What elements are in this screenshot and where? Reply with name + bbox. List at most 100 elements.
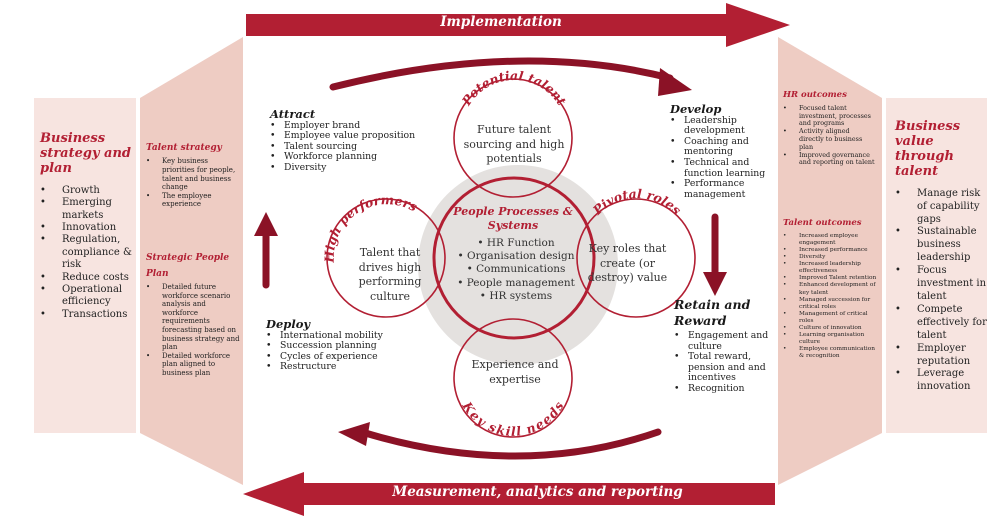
list-item: Cycles of experience bbox=[266, 351, 436, 363]
list-item: Engagement and culture bbox=[674, 330, 784, 352]
list-item: Learning organisation culture bbox=[783, 332, 878, 346]
list-item: Regulation, compliance & risk bbox=[40, 234, 132, 271]
list-item: Compete effectively for talent bbox=[895, 304, 990, 343]
list-item: Enhanced development of key talent bbox=[783, 282, 878, 296]
cycle-arc-bottom bbox=[358, 428, 662, 460]
list-item: Employee value proposition bbox=[270, 131, 450, 142]
potential-talent-body: Future talent sourcing and high potentia… bbox=[463, 123, 565, 165]
list-item: HR Function bbox=[436, 237, 596, 250]
talent-strategy-section: Talent strategy Key business priorities … bbox=[146, 143, 241, 209]
list-item: Total reward, pension and and incentives bbox=[674, 351, 784, 384]
list-item: Activity aligned directly to business pl… bbox=[783, 127, 875, 151]
list-item: Succession planning bbox=[266, 341, 436, 352]
cycle-arrowhead-top bbox=[658, 68, 692, 96]
list-item: Sustainable business leadership bbox=[895, 226, 990, 265]
list-item: Detailed future workforce scenario analy… bbox=[146, 283, 241, 352]
business-strategy-list: Growth Emerging markets Innovation Regul… bbox=[40, 185, 132, 322]
business-value-title: Business value through talent bbox=[895, 119, 961, 179]
hr-outcomes-section: HR outcomes Focused talent investment, p… bbox=[783, 90, 875, 167]
develop-title: Develop bbox=[670, 102, 722, 116]
key-skill-needs-title: Key skill needs bbox=[459, 398, 567, 439]
deploy-title: Deploy bbox=[266, 317, 311, 331]
business-value-list: Manage risk of capability gaps Sustainab… bbox=[895, 188, 990, 395]
deploy-list: International mobility Succession planni… bbox=[266, 330, 436, 373]
implementation-label: Implementation bbox=[440, 14, 562, 30]
list-item: Technical and function learning bbox=[670, 157, 780, 179]
list-item: Employee communication & recognition bbox=[783, 346, 878, 360]
key-skill-needs-circle bbox=[453, 318, 573, 438]
high-performers-body: Talent that drives high performing cultu… bbox=[358, 246, 422, 303]
business-value-section: Business value through talent Manage ris… bbox=[895, 119, 990, 395]
list-item: Talent sourcing bbox=[270, 141, 450, 153]
list-item: Workforce planning bbox=[270, 152, 450, 163]
list-item: Employer reputation bbox=[895, 343, 990, 369]
list-item: Focus investment in talent bbox=[895, 265, 990, 304]
talent-strategy-title: Talent strategy bbox=[146, 143, 222, 153]
list-item: Diversity bbox=[783, 254, 878, 261]
list-item: Innovation bbox=[40, 222, 132, 235]
list-item: Leadership development bbox=[670, 115, 780, 137]
cycle-arrowhead-right bbox=[703, 272, 727, 296]
list-item: Organisation design bbox=[436, 250, 596, 263]
list-item: Culture of innovation bbox=[783, 325, 878, 332]
people-processes-title: People Processes & Systems bbox=[453, 205, 573, 232]
people-processes-list: HR Function Organisation design Communic… bbox=[436, 237, 596, 303]
strategic-people-plan-list: Detailed future workforce scenario analy… bbox=[146, 283, 241, 378]
list-item: Restructure bbox=[266, 362, 436, 373]
talent-outcomes-list: Increased employee engagement Increased … bbox=[783, 233, 878, 361]
list-item: Growth bbox=[40, 185, 132, 198]
list-item: Employer brand bbox=[270, 120, 450, 132]
list-item: Management of critical roles bbox=[783, 311, 878, 325]
potential-talent-title: Potential talent bbox=[458, 68, 569, 109]
develop-section: Develop Leadership development Coaching … bbox=[670, 103, 780, 200]
measurement-arrow bbox=[243, 472, 775, 516]
talent-outcomes-title: Talent outcomes bbox=[783, 218, 862, 228]
list-item: HR systems bbox=[436, 290, 596, 303]
list-item: Transactions bbox=[40, 309, 132, 322]
list-item: Detailed workforce plan aligned to busin… bbox=[146, 352, 241, 378]
list-item: International mobility bbox=[266, 330, 436, 342]
cycle-arrowhead-left bbox=[254, 212, 278, 236]
hr-outcomes-title: HR outcomes bbox=[783, 90, 847, 100]
list-item: The employee experience bbox=[146, 192, 241, 209]
key-skill-needs-body: Experience and expertise bbox=[471, 358, 559, 386]
list-item: Emerging markets bbox=[40, 197, 132, 222]
implementation-arrow bbox=[246, 3, 790, 47]
list-item: Diversity bbox=[270, 162, 450, 174]
list-item: Increased leadership effectiveness bbox=[783, 261, 878, 275]
retain-reward-list: Engagement and culture Total reward, pen… bbox=[674, 330, 784, 395]
list-item: Leverage innovation bbox=[895, 368, 990, 394]
list-item: Coaching and mentoring bbox=[670, 136, 780, 158]
list-item: Manage risk of capability gaps bbox=[895, 188, 990, 227]
list-item: Operational efficiency bbox=[40, 284, 132, 309]
measurement-label: Measurement, analytics and reporting bbox=[392, 484, 683, 500]
potential-talent-circle bbox=[453, 78, 573, 198]
strategic-people-plan-title: Strategic People Plan bbox=[146, 253, 230, 279]
attract-title: Attract bbox=[270, 107, 316, 121]
hr-outcomes-list: Focused talent investment, processes and… bbox=[783, 104, 875, 167]
attract-list: Employer brand Employee value propositio… bbox=[270, 120, 450, 174]
list-item: People management bbox=[436, 277, 596, 290]
list-item: Managed succession for critical roles bbox=[783, 297, 878, 311]
list-item: Increased employee engagement bbox=[783, 233, 878, 247]
business-strategy-section: Business strategy and plan Growth Emergi… bbox=[40, 131, 132, 322]
talent-outcomes-section: Talent outcomes Increased employee engag… bbox=[783, 218, 878, 361]
list-item: Reduce costs bbox=[40, 272, 132, 285]
deploy-section: Deploy International mobility Succession… bbox=[266, 318, 436, 373]
list-item: Communications bbox=[436, 263, 596, 276]
list-item: Performance management bbox=[670, 178, 780, 200]
talent-strategy-list: Key business priorities for people, tale… bbox=[146, 157, 241, 209]
list-item: Key business priorities for people, tale… bbox=[146, 157, 241, 191]
retain-reward-section: Retain and Reward Engagement and culture… bbox=[674, 297, 784, 395]
list-item: Improved Talent retention bbox=[783, 275, 878, 282]
develop-list: Leadership development Coaching and ment… bbox=[670, 115, 780, 201]
business-strategy-title: Business strategy and plan bbox=[40, 131, 132, 176]
pivotal-roles-body: Key roles that create (or destroy) value bbox=[587, 242, 668, 284]
list-item: Recognition bbox=[674, 383, 784, 395]
cycle-arrowhead-bottom bbox=[338, 422, 370, 446]
cycle-arc-top bbox=[329, 57, 674, 91]
list-item: Focused talent investment, processes and… bbox=[783, 104, 875, 128]
retain-reward-title: Retain and Reward bbox=[674, 297, 751, 328]
list-item: Increased performance bbox=[783, 247, 878, 254]
strategic-people-plan-section: Strategic People Plan Detailed future wo… bbox=[146, 250, 241, 378]
